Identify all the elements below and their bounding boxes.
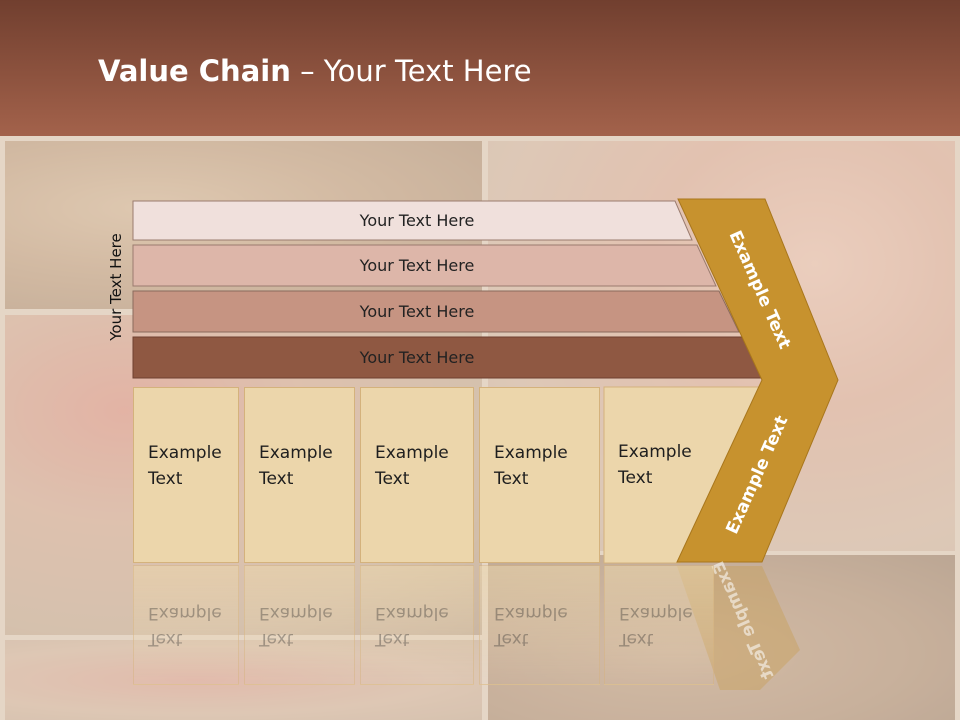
bar-shape-1[interactable] <box>132 200 693 241</box>
box-2-reflection-line1: Example <box>259 603 333 623</box>
box-5-reflection-line1: Example <box>619 603 693 623</box>
title-bold: Value Chain <box>98 54 291 88</box>
box-2-line2: Text <box>259 469 294 489</box>
box-1-line2: Text <box>148 469 183 489</box>
box-2-reflection-line2: Text <box>259 629 294 649</box>
box-4-reflection: Text Example <box>479 565 600 685</box>
slide-title[interactable]: Value Chain – Your Text Here <box>98 54 532 88</box>
box-3-reflection-line1: Example <box>375 603 449 623</box>
bar-4-label: Your Text Here <box>359 348 475 367</box>
box-3-reflection-text: Text Example <box>375 600 449 652</box>
bar-shape-3[interactable] <box>132 290 740 333</box>
box-5-reflection-line2: Text <box>619 629 654 649</box>
chevron-shape[interactable] <box>676 198 839 563</box>
box-4-line2: Text <box>494 469 529 489</box>
title-rest: – Your Text Here <box>290 54 532 88</box>
box-3-reflection: Text Example <box>360 565 474 685</box>
box-2-reflection: Text Example <box>244 565 355 685</box>
box-2-line1: Example <box>259 443 333 463</box>
box-1-reflection-line1: Example <box>148 603 222 623</box>
box-5-line2: Text <box>618 468 653 488</box>
box-1-line1: Example <box>148 443 222 463</box>
box-5-reflection: Text Example <box>604 565 714 685</box>
bar-shape-2[interactable] <box>132 244 717 287</box>
bar-1: Your Text Here <box>132 201 702 240</box>
box-3-line2: Text <box>375 469 410 489</box>
box-1-reflection: Text Example <box>133 565 239 685</box>
box-1-reflection-text: Text Example <box>148 600 222 652</box>
box-5-line1: Example <box>618 442 692 462</box>
bar-2-label: Your Text Here <box>359 256 475 275</box>
box-4-line1: Example <box>494 443 568 463</box>
box-1-reflection-line2: Text <box>148 629 183 649</box>
bar-3: Your Text Here <box>132 291 702 332</box>
bar-3-label: Your Text Here <box>359 302 475 321</box>
bar-2: Your Text Here <box>132 245 702 286</box>
bar-4: Your Text Here <box>132 337 702 378</box>
box-shape-5[interactable] <box>603 386 763 564</box>
box-5-reflection-text: Text Example <box>619 600 693 652</box>
box-4-reflection-line2: Text <box>494 629 529 649</box>
box-4-reflection-text: Text Example <box>494 600 568 652</box>
box-2-reflection-text: Text Example <box>259 600 333 652</box>
bar-1-label: Your Text Here <box>359 211 475 230</box>
box-3-line1: Example <box>375 443 449 463</box>
header-band <box>0 0 960 136</box>
box-4-reflection-line1: Example <box>494 603 568 623</box>
box-3-reflection-line2: Text <box>375 629 410 649</box>
